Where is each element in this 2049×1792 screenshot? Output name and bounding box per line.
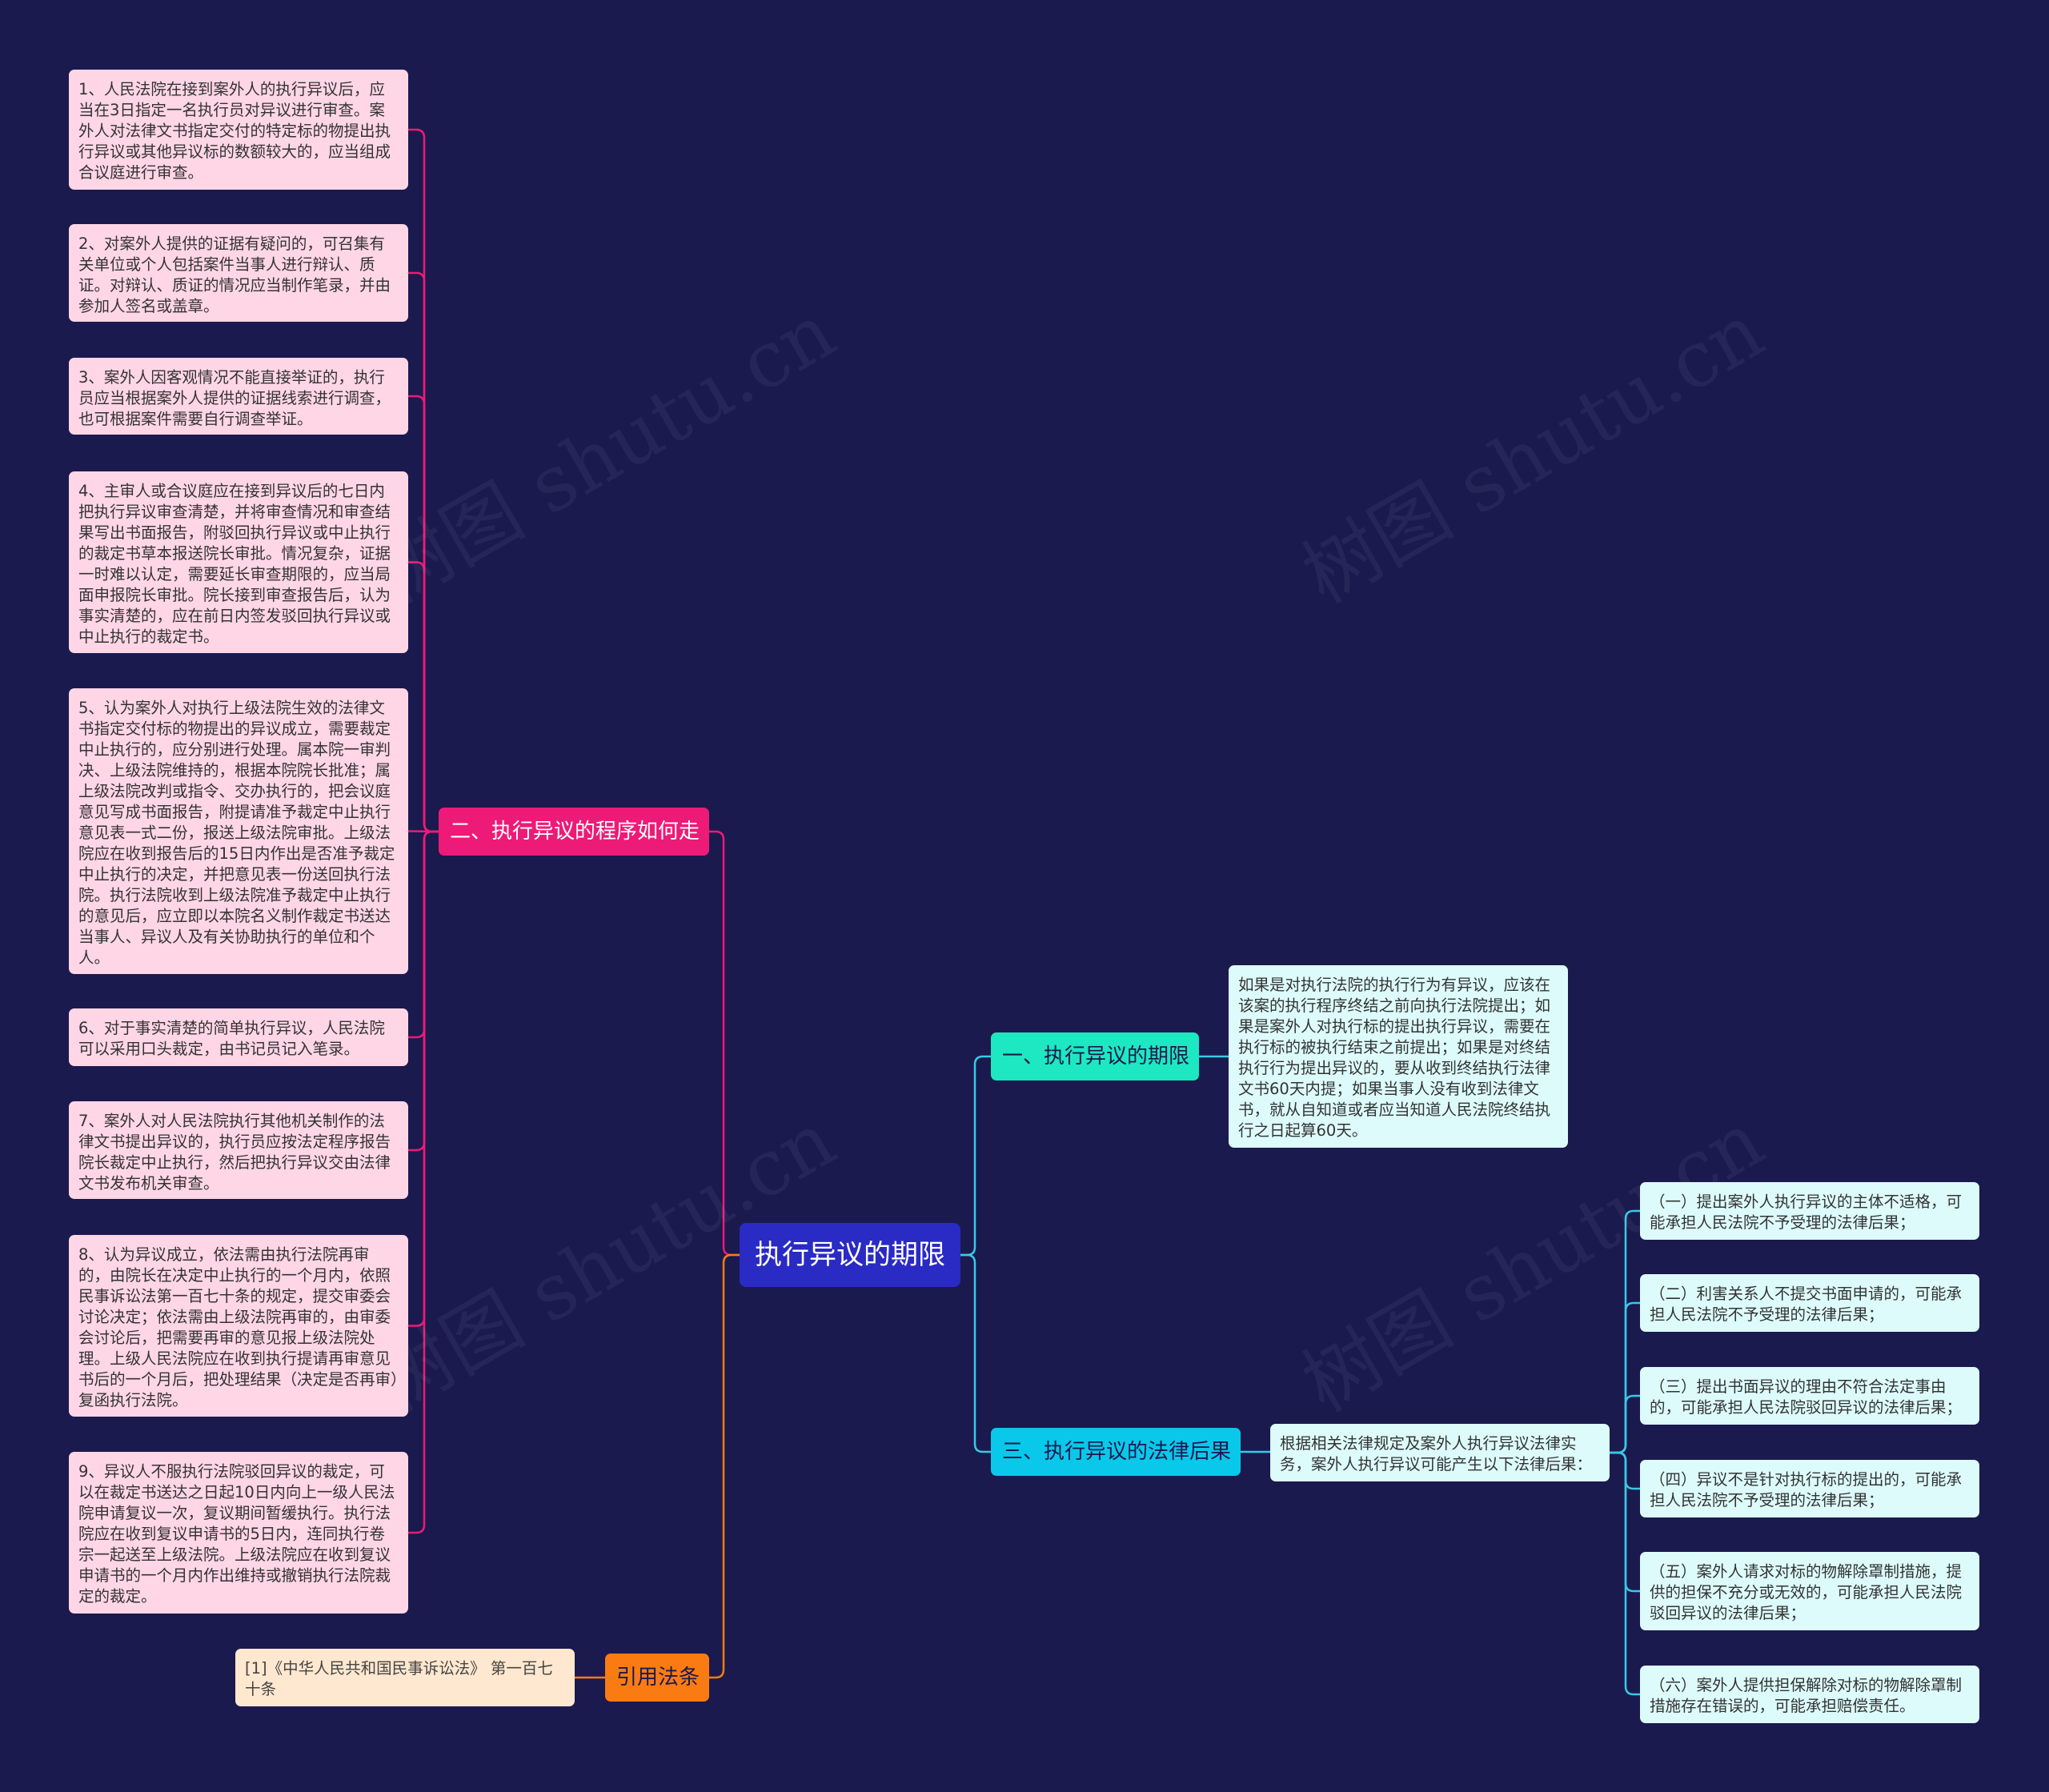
procedure-item-3[interactable]: 3、案外人因客观情况不能直接举证的，执行员应当根据案外人提供的证据线索进行调查，… — [69, 358, 408, 435]
link-consequence-item — [1610, 1301, 1640, 1454]
procedure-item-4[interactable]: 4、主审人或合议庭应在接到异议后的七日内把执行异议审查清楚，并将审查情况和审查结… — [69, 471, 408, 653]
consequence-item-3[interactable]: （三）提出书面异议的理由不符合法定事由的，可能承担人民法院驳回异议的法律后果； — [1640, 1367, 1979, 1425]
watermark: 树图 shutu.cn — [359, 286, 850, 621]
link-procedure-item — [408, 561, 439, 833]
procedure-item-7[interactable]: 7、案外人对人民法院执行其他机关制作的法律文书提出异议的，执行员应按法定程序报告… — [69, 1101, 408, 1199]
branch-procedure[interactable]: 二、执行异议的程序如何走 — [439, 808, 709, 856]
branch-deadline-label: 一、执行异议的期限 — [1002, 1044, 1190, 1068]
procedure-item-2[interactable]: 2、对案外人提供的证据有疑问的，可召集有关单位或个人包括案件当事人进行辩认、质证… — [69, 224, 408, 322]
link-root-deadline — [957, 1055, 991, 1257]
root-topic-label: 执行异议的期限 — [755, 1239, 945, 1271]
root-topic[interactable]: 执行异议的期限 — [740, 1223, 960, 1287]
watermark: 树图 shutu.cn — [1288, 286, 1778, 621]
citation-item-1[interactable]: [1]《中华人民共和国民事诉讼法》 第一百七十条 — [235, 1649, 575, 1706]
deadline-text[interactable]: 如果是对执行法院的执行行为有异议，应该在该案的执行程序终结之前向执行法院提出；如… — [1229, 965, 1568, 1148]
link-procedure-item — [408, 830, 439, 1534]
branch-citation-label: 引用法条 — [616, 1666, 700, 1690]
link-consequence-item — [1610, 1209, 1640, 1454]
consequence-item-4[interactable]: （四）异议不是针对执行标的提出的，可能承担人民法院不予受理的法律后果； — [1640, 1460, 1979, 1517]
link-procedure-item — [408, 128, 439, 833]
link-consequence-item — [1610, 1451, 1640, 1593]
branch-consequence-label: 三、执行异议的法律后果 — [1002, 1440, 1232, 1464]
procedure-item-1[interactable]: 1、人民法院在接到案外人的执行异议后，应当在3日指定一名执行员对异议进行审查。案… — [69, 70, 408, 190]
branch-citation[interactable]: 引用法条 — [605, 1654, 709, 1702]
link-procedure-item — [408, 830, 439, 1039]
consequence-item-2[interactable]: （二）利害关系人不提交书面申请的，可能承担人民法院不予受理的法律后果； — [1640, 1274, 1979, 1332]
branch-procedure-label: 二、执行异议的程序如何走 — [450, 820, 700, 844]
link-consequence-item — [1610, 1451, 1640, 1490]
procedure-item-5[interactable]: 5、认为案外人对执行上级法院生效的法律文书指定交付标的物提出的异议成立，需要裁定… — [69, 688, 408, 974]
link-consequence-item — [1610, 1451, 1640, 1696]
branch-consequence[interactable]: 三、执行异议的法律后果 — [991, 1428, 1241, 1476]
procedure-item-9[interactable]: 9、异议人不服执行法院驳回异议的裁定，可以在裁定书送达之日起10日内向上一级人民… — [69, 1452, 408, 1614]
link-procedure-item — [408, 395, 439, 833]
link-root-consequence — [957, 1253, 991, 1453]
link-procedure-item — [408, 271, 439, 833]
procedure-item-6[interactable]: 6、对于事实清楚的简单执行异议，人民法院可以采用口头裁定，由书记员记入笔录。 — [69, 1008, 408, 1066]
link-consequence-item — [1610, 1394, 1640, 1454]
link-root-procedure — [709, 830, 743, 1257]
consequence-item-1[interactable]: （一）提出案外人执行异议的主体不适格，可能承担人民法院不予受理的法律后果； — [1640, 1182, 1979, 1240]
link-procedure-item — [408, 830, 439, 1327]
consequence-item-5[interactable]: （五）案外人请求对标的物解除罩制措施，提供的担保不充分或无效的，可能承担人民法院… — [1640, 1552, 1979, 1630]
branch-deadline[interactable]: 一、执行异议的期限 — [991, 1032, 1199, 1080]
consequence-item-6[interactable]: （六）案外人提供担保解除对标的物解除罩制措施存在错误的，可能承担赔偿责任。 — [1640, 1666, 1979, 1723]
link-procedure-item — [408, 830, 439, 1152]
consequence-intro[interactable]: 根据相关法律规定及案外人执行异议法律实务，案外人执行异议可能产生以下法律后果： — [1270, 1424, 1610, 1481]
procedure-item-8[interactable]: 8、认为异议成立，依法需由执行法院再审的，由院长在决定中止执行的一个月内，依照民… — [69, 1235, 408, 1417]
link-root-citation — [709, 1253, 743, 1679]
